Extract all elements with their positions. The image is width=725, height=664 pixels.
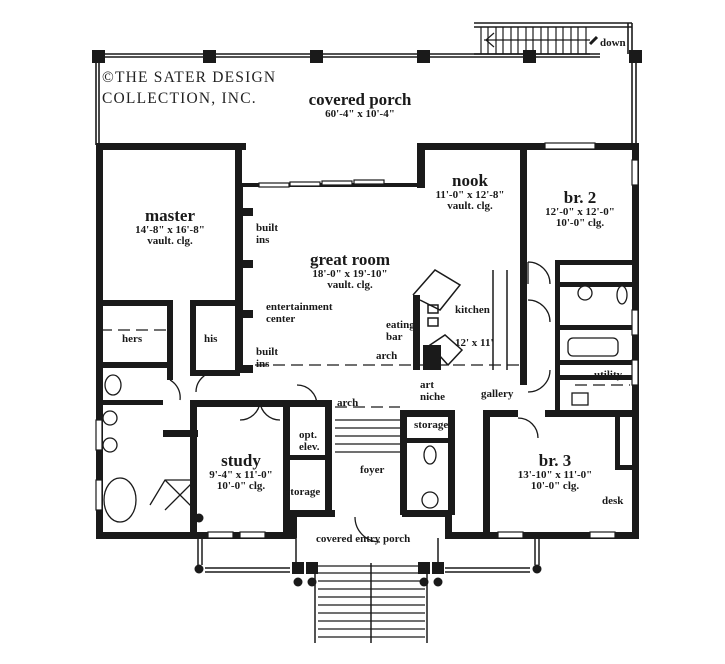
room-name: study (221, 451, 261, 470)
room-size: 12'-0" x 12'-0" (545, 205, 615, 218)
room-covered-entry-porch: covered entry porch (316, 533, 411, 545)
storage-label-bath: storage (414, 419, 449, 431)
room-name: nook (452, 171, 488, 190)
hers-closet-label: hers (122, 333, 143, 345)
arch-label-great-room: arch (376, 350, 398, 362)
room-size: 60'-4" x 10'-4" (325, 107, 395, 120)
room-ceiling: 10'-0" clg. (216, 480, 266, 493)
his-closet-label: his (204, 333, 218, 345)
arch-label-foyer: arch (337, 397, 359, 409)
room-name: master (144, 206, 196, 225)
room-size: 13'-10" x 11'-0" (517, 468, 593, 481)
desk-label: desk (602, 495, 624, 507)
room-size: 14'-8" x 16'-8" (135, 223, 205, 236)
copyright-line-2: COLLECTION, INC. (102, 90, 257, 107)
room-name: great room (309, 250, 391, 269)
room-covered-porch: covered porch 60'-4" x 10'-4" (290, 91, 430, 120)
copyright-line-1: ©THE SATER DESIGN (102, 69, 277, 86)
room-name: br. 3 (538, 451, 572, 470)
room-ceiling: vault. clg. (147, 235, 193, 248)
room-ceiling: 10'-0" clg. (530, 480, 580, 493)
room-br2: br. 2 12'-0" x 12'-0" 10'-0" clg. (535, 189, 625, 230)
room-study: study 9'-4" x 11'-0" 10'-0" clg. (198, 452, 284, 493)
kitchen-size: 12' x 11' (455, 337, 494, 349)
room-ceiling: vault. clg. (447, 200, 493, 213)
art-niche-label: art niche (420, 379, 446, 403)
entertainment-center-label: entertainment center (266, 301, 333, 325)
eating-bar-label: eating bar (386, 319, 415, 343)
room-ceiling: 10'-0" clg. (555, 217, 605, 230)
room-foyer: foyer (360, 464, 385, 476)
room-ceiling: vault. clg. (327, 279, 373, 292)
gallery-label: gallery (481, 388, 514, 400)
room-name: covered porch (308, 90, 412, 109)
stairs-down-label: down (600, 37, 626, 49)
opt-elevator-label: opt. elev. (299, 429, 320, 453)
kitchen-label: kitchen (455, 304, 490, 316)
storage-label-study: storage (286, 486, 321, 498)
built-ins-upper: built ins (256, 222, 279, 246)
room-size: 18'-0" x 19'-10" (312, 267, 388, 280)
room-size: 11'-0" x 12'-8" (435, 188, 505, 201)
room-master: master 14'-8" x 16'-8" vault. clg. (110, 207, 230, 248)
room-nook: nook 11'-0" x 12'-8" vault. clg. (430, 172, 510, 213)
room-size: 9'-4" x 11'-0" (209, 468, 273, 481)
room-name: br. 2 (563, 188, 597, 207)
copyright-notice: ©THE SATER DESIGN COLLECTION, INC. (102, 67, 276, 109)
room-br3: br. 3 13'-10" x 11'-0" 10'-0" clg. (505, 452, 605, 493)
built-ins-lower: built ins (256, 346, 279, 370)
utility-label: utility (594, 369, 623, 381)
room-great-room: great room 18'-0" x 19'-10" vault. clg. (290, 251, 410, 292)
